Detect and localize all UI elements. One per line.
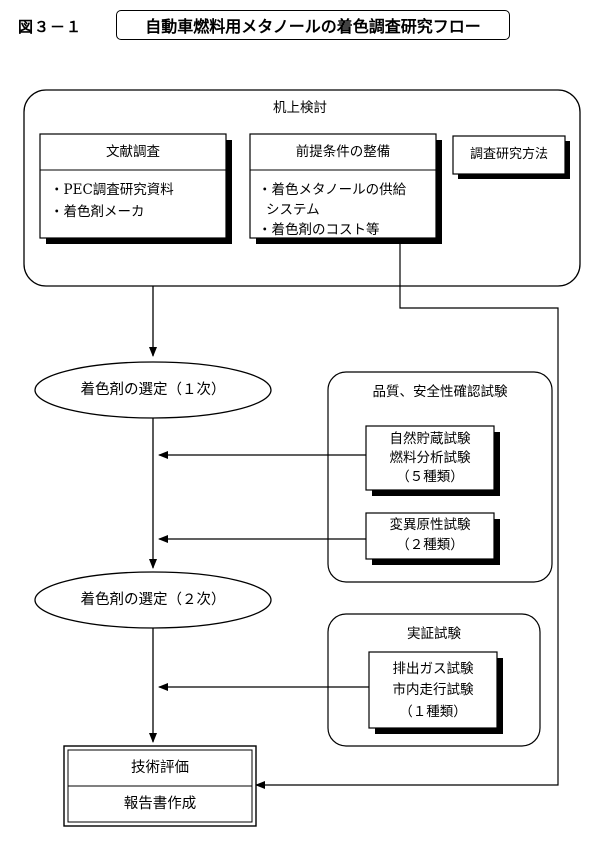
demo-box bbox=[368, 651, 498, 729]
method-label: 調査研究方法 bbox=[469, 147, 548, 162]
quality-box-1 bbox=[365, 425, 495, 491]
quality-box-2 bbox=[365, 512, 495, 560]
prerequisites-item: システム bbox=[266, 202, 320, 218]
figure-label: 図３－１ bbox=[18, 18, 83, 36]
literature-item: ・着色剤メーカ bbox=[50, 204, 145, 220]
quality-tests-container bbox=[327, 371, 553, 583]
diagram-title-text: 自動車燃料用メタノールの着色調査研究フロー bbox=[145, 17, 481, 36]
quality-box-1-line: 自然貯蔵試験 bbox=[389, 431, 471, 447]
selection-2-label: 着色剤の選定（２次） bbox=[80, 592, 226, 608]
technical-evaluation-label: 技術評価 bbox=[131, 760, 189, 776]
prerequisites-item: ・着色メタノールの供給 bbox=[258, 182, 407, 198]
demo-box-line: 排出ガス試験 bbox=[392, 661, 474, 677]
method-box bbox=[452, 135, 566, 175]
demo-tests-container bbox=[327, 613, 541, 747]
feedback-line bbox=[255, 244, 559, 789]
prerequisites-item: ・着色剤のコスト等 bbox=[258, 222, 380, 238]
prerequisites-box bbox=[249, 133, 437, 239]
literature-box bbox=[39, 133, 227, 239]
quality-tests-heading: 品質、安全性確認試験 bbox=[372, 384, 508, 400]
literature-item: ・PEC調査研究資料 bbox=[50, 182, 174, 198]
quality-box-2-line: 変異原性試験 bbox=[389, 517, 471, 533]
prerequisites-title: 前提条件の整備 bbox=[295, 144, 391, 160]
desk-study-container bbox=[23, 89, 581, 287]
report-creation-label: 報告書作成 bbox=[123, 796, 197, 812]
selection-1-label: 着色剤の選定（１次） bbox=[80, 382, 226, 398]
quality-box-1-line: 燃料分析試験 bbox=[389, 450, 471, 466]
demo-box-line: （１種類） bbox=[399, 704, 467, 720]
demo-box-line: 市内走行試験 bbox=[392, 682, 474, 698]
desk-study-heading: 机上検討 bbox=[273, 100, 327, 116]
diagram-title: 自動車燃料用メタノールの着色調査研究フロー bbox=[116, 10, 510, 40]
demo-tests-heading: 実証試験 bbox=[407, 626, 461, 642]
quality-box-1-line: （５種類） bbox=[396, 469, 464, 485]
literature-title: 文献調査 bbox=[106, 144, 160, 160]
quality-box-2-line: （２種類） bbox=[396, 537, 464, 553]
